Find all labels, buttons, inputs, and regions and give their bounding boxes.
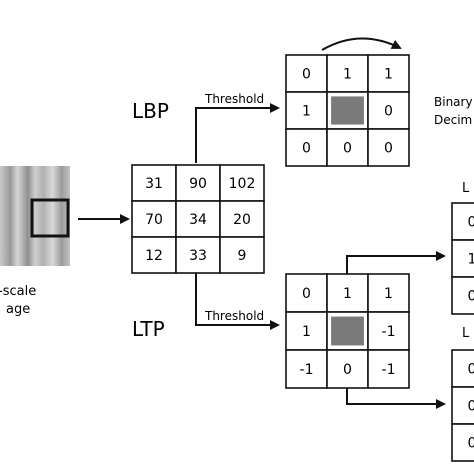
lbp-grid-value: 0 xyxy=(302,141,311,157)
lbp-grid-center-fill xyxy=(331,96,364,125)
center-grid-cell xyxy=(131,164,177,202)
lbp-grid-value: 1 xyxy=(343,67,352,83)
center-grid-cell xyxy=(131,236,177,274)
center-grid-value: 9 xyxy=(238,248,247,264)
lbp-grid-cell xyxy=(285,128,328,167)
lbp-grid-value: 1 xyxy=(302,104,311,120)
lower-right-column-value: 0 xyxy=(468,362,474,378)
center-grid-value: 90 xyxy=(189,176,207,192)
upper-right-column-cell xyxy=(451,276,474,315)
patch-selector-box xyxy=(30,198,70,238)
lbp-curved-arrow xyxy=(321,37,402,51)
lower-right-column-cell xyxy=(451,386,474,425)
ltp-grid-value: -1 xyxy=(382,362,396,378)
lower-right-column-value: 0 xyxy=(468,436,474,452)
ltp-grid-cell xyxy=(285,273,328,313)
center-grid-cell xyxy=(219,200,265,238)
ltp-grid-cell xyxy=(367,349,410,389)
lbp-grid-cell xyxy=(326,54,369,93)
lbp-grid-value: 0 xyxy=(384,104,393,120)
upper-right-label: L xyxy=(462,181,470,196)
lbp-grid-cell xyxy=(367,54,410,93)
lbp-grid: 0 1 1 1 0 0 0 0 xyxy=(285,54,410,167)
ltp-grid-value: 1 xyxy=(343,286,352,302)
lbp-grid-value: 1 xyxy=(384,67,393,83)
center-grid-value: 70 xyxy=(145,212,163,228)
ltp-grid-cell xyxy=(367,273,410,313)
ltp-grid-value: 0 xyxy=(343,362,352,378)
ltp-grid-center-fill xyxy=(331,316,364,346)
ltp-grid-value: -1 xyxy=(300,362,314,378)
lower-right-column-value: 0 xyxy=(468,399,474,415)
lower-right-label: L xyxy=(462,326,470,341)
lbp-threshold-label: Threshold xyxy=(204,92,264,106)
center-grid-value: 102 xyxy=(229,176,256,192)
center-grid-cell xyxy=(175,236,221,274)
arrow-to-ltp xyxy=(195,273,280,330)
ltp-grid-value: 0 xyxy=(302,286,311,302)
center-grid-value: 12 xyxy=(145,248,163,264)
lbp-grid-value: 0 xyxy=(384,141,393,157)
lbp-grid-value: 0 xyxy=(343,141,352,157)
image-caption-line1: -scale xyxy=(0,284,36,299)
lbp-grid-cell xyxy=(367,91,410,130)
ltp-grid: 0 1 1 1 -1 -1 0 -1 xyxy=(285,273,410,389)
lbp-side-text-1: Binary xyxy=(434,95,473,109)
image-caption-line2: age xyxy=(6,302,30,317)
ltp-grid-cell xyxy=(285,311,328,351)
lower-right-column: 0 0 0 xyxy=(451,349,474,462)
center-grid-cell xyxy=(219,236,265,274)
center-grid-value: 20 xyxy=(233,212,251,228)
ltp-grid-value: 1 xyxy=(302,324,311,340)
upper-right-column: 0 1 0 xyxy=(451,202,474,315)
ltp-threshold-label: Threshold xyxy=(204,309,264,323)
center-grid: 31 90 102 70 34 20 12 33 9 xyxy=(131,164,265,274)
lbp-grid-cell xyxy=(326,128,369,167)
center-grid-value: 34 xyxy=(189,212,207,228)
lbp-grid-cell xyxy=(367,128,410,167)
lower-right-column-cell xyxy=(451,423,474,462)
upper-right-column-cell xyxy=(451,202,474,241)
upper-right-column-value: 1 xyxy=(468,252,474,268)
center-grid-cell xyxy=(131,200,177,238)
upper-right-column-value: 0 xyxy=(468,289,474,305)
arrow-to-lbp xyxy=(195,103,280,163)
ltp-grid-value: -1 xyxy=(382,324,396,340)
upper-right-column-value: 0 xyxy=(468,215,474,231)
ltp-label: LTP xyxy=(132,317,165,341)
lbp-grid-value: 0 xyxy=(302,67,311,83)
center-grid-cell xyxy=(219,164,265,202)
upper-right-column-cell xyxy=(451,239,474,278)
arrow-to-lower-right xyxy=(346,388,446,409)
center-grid-value: 31 xyxy=(145,176,163,192)
grayscale-image xyxy=(0,166,70,266)
ltp-grid-cell xyxy=(367,311,410,351)
ltp-grid-value: 1 xyxy=(384,286,393,302)
center-grid-value: 33 xyxy=(189,248,207,264)
lbp-label: LBP xyxy=(132,99,169,123)
lbp-grid-cell xyxy=(285,91,328,130)
arrow-to-upper-right xyxy=(346,251,446,274)
lower-right-column-cell xyxy=(451,349,474,388)
lbp-side-text-2: Decim xyxy=(434,113,472,127)
